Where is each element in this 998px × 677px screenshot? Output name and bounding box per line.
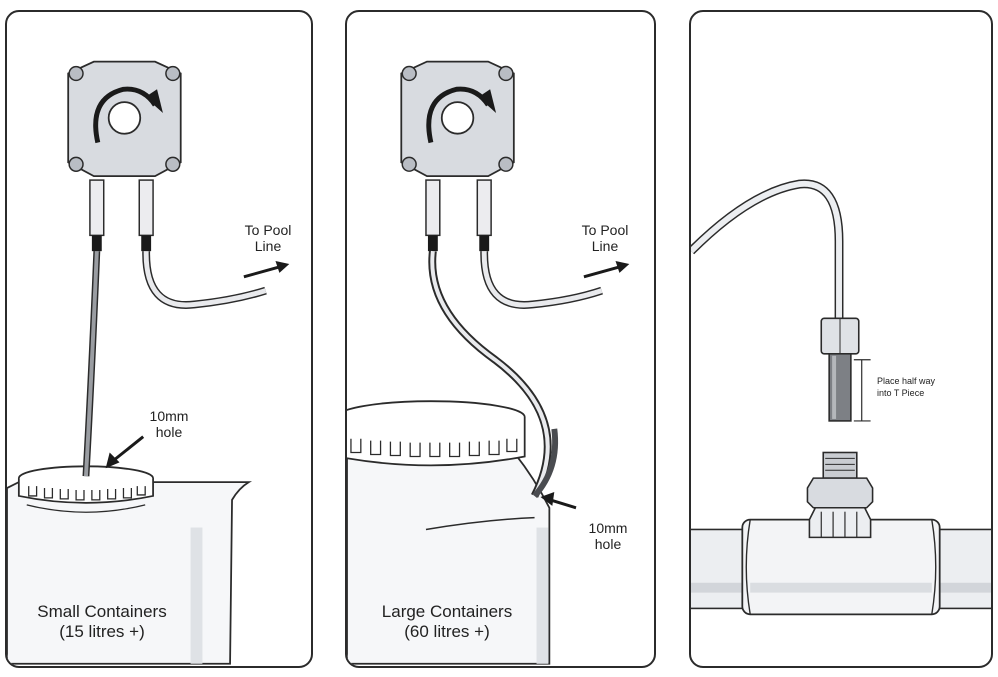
pump-head <box>400 60 515 178</box>
panel-large-containers: To Pool Line 10mm hole Large Containers … <box>345 10 656 668</box>
insertion-note-line-1: Place half way <box>877 376 936 386</box>
outlet-label-line-1: To Pool <box>244 222 292 238</box>
outlet-label-line-2: Line <box>591 238 619 255</box>
outlet-arrow-icon <box>583 261 630 279</box>
outlet-label: To Pool Line <box>232 222 304 254</box>
compression-nut <box>820 317 860 355</box>
hole-label-line-1: 10mm <box>149 408 189 424</box>
t-piece-fitting <box>806 451 874 539</box>
pump-fittings <box>425 179 492 252</box>
t-piece-body <box>741 518 941 616</box>
hole-label-line-1: 10mm <box>588 520 628 536</box>
hole-label: 10mm hole <box>139 408 199 440</box>
panel-t-piece: Place half way into T Piece <box>689 10 993 668</box>
hole-label: 10mm hole <box>577 520 639 552</box>
pump-head <box>67 60 182 178</box>
hole-arrow-icon <box>540 492 577 510</box>
caption-line-1: Small Containers <box>37 602 167 621</box>
caption-line-1: Large Containers <box>381 602 513 621</box>
outlet-label-line-2: Line <box>254 238 282 255</box>
container-body <box>7 481 253 665</box>
outlet-label-line-1: To Pool <box>581 222 629 238</box>
rotation-arrow-icon <box>426 86 497 144</box>
large-container-illustration <box>347 60 630 665</box>
outlet-label: To Pool Line <box>569 222 641 254</box>
hole-label-line-2: hole <box>594 536 622 553</box>
dosing-tube <box>691 179 844 321</box>
t-piece-illustration <box>691 179 991 616</box>
hole-arrow-icon <box>105 435 145 469</box>
container-cap <box>347 400 526 467</box>
container-caption: Large Containers (60 litres +) <box>352 602 542 641</box>
insertion-note-line-2: into T Piece <box>877 387 925 398</box>
panel-small-containers: To Pool Line 10mm hole Small Containers … <box>5 10 313 668</box>
caption-line-2: (15 litres +) <box>59 621 145 641</box>
insertion-depth-marker <box>853 359 871 422</box>
insertion-note: Place half way into T Piece <box>877 376 987 399</box>
tube-stub <box>828 353 852 422</box>
outlet-arrow-icon <box>243 261 290 279</box>
caption-line-2: (60 litres +) <box>404 621 490 641</box>
container-caption: Small Containers (15 litres +) <box>7 602 197 641</box>
pump-fittings <box>89 179 154 252</box>
container-cap <box>17 465 154 513</box>
hole-label-line-2: hole <box>155 424 183 441</box>
rotation-arrow-icon <box>93 86 163 144</box>
small-container-illustration <box>7 60 290 665</box>
